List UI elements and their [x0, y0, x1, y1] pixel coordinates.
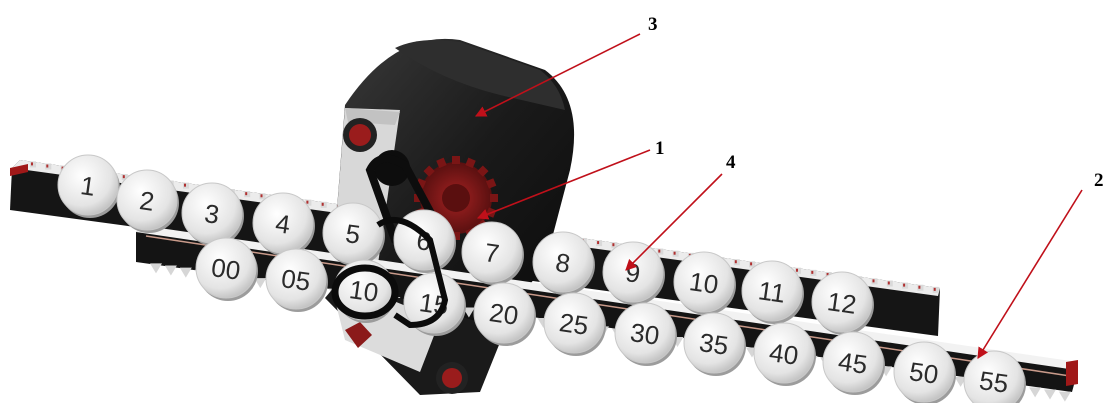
- hour-disc-4: 4: [252, 192, 315, 256]
- minute-disc-40: 40: [753, 322, 816, 386]
- minute-disc-25: 25: [543, 292, 606, 356]
- pin-icon: [349, 124, 371, 146]
- hour-disc-label: 3: [203, 198, 222, 230]
- minute-disc-05: 05: [265, 248, 328, 312]
- hour-disc-10: 10: [673, 251, 736, 315]
- callout-4: 4: [625, 152, 736, 271]
- callout-2-number: 2: [1094, 170, 1104, 191]
- hour-disc-label: 1: [79, 170, 98, 202]
- minute-disc-label: 55: [977, 365, 1010, 399]
- callout-3-arrow: [474, 33, 641, 117]
- hour-disc-label: 2: [138, 185, 157, 217]
- minute-disc-55: 55: [963, 350, 1026, 403]
- callout-4-number: 4: [726, 152, 736, 173]
- minute-disc-20: 20: [473, 282, 536, 346]
- callout-2: 2: [977, 170, 1104, 359]
- hour-disc-11: 11: [741, 260, 804, 324]
- hour-disc-1: 1: [57, 154, 120, 218]
- pin-icon: [442, 368, 462, 388]
- minute-disc-label: 40: [767, 337, 800, 371]
- hour-disc-2: 2: [116, 169, 179, 233]
- minute-disc-label: 25: [557, 307, 590, 341]
- hour-disc-9: 9: [602, 241, 665, 305]
- minute-disc-label: 00: [209, 252, 242, 286]
- minute-disc-45: 45: [822, 331, 885, 395]
- callout-3-number: 3: [648, 14, 658, 35]
- minute-disc-00: 00: [195, 237, 258, 301]
- hour-disc-7: 7: [461, 221, 524, 285]
- minute-disc-35: 35: [683, 312, 746, 376]
- hour-disc-12: 12: [811, 271, 874, 335]
- minute-disc-label: 05: [279, 263, 312, 297]
- callout-2-arrow: [977, 189, 1083, 359]
- hour-disc-label: 12: [825, 286, 858, 320]
- minute-disc-label: 45: [836, 346, 869, 380]
- minute-disc-label: 50: [907, 356, 940, 390]
- callout-4-arrow: [625, 173, 723, 271]
- hour-disc-label: 5: [344, 218, 363, 250]
- callout-1-arrow: [476, 149, 651, 220]
- callout-3: 3: [474, 14, 658, 117]
- callout-1: 1: [476, 138, 665, 220]
- minute-disc-label: 30: [628, 317, 661, 351]
- hour-disc-label: 4: [274, 208, 293, 240]
- hour-disc-8: 8: [532, 231, 595, 295]
- hour-disc-label: 8: [554, 247, 573, 279]
- minute-disc-50: 50: [893, 341, 956, 403]
- hour-disc-3: 3: [181, 182, 244, 246]
- callout-1-number: 1: [655, 138, 665, 159]
- minute-disc-label: 20: [487, 297, 520, 331]
- hour-disc-label: 10: [687, 266, 720, 300]
- hour-disc-label: 11: [756, 275, 787, 308]
- hour-disc-5: 5: [322, 202, 385, 266]
- link-ring: [331, 217, 449, 329]
- hour-disc-label: 7: [483, 237, 502, 269]
- minute-disc-label: 35: [697, 327, 730, 361]
- minute-disc-30: 30: [614, 302, 677, 366]
- minute-disc-label: 10: [347, 274, 380, 308]
